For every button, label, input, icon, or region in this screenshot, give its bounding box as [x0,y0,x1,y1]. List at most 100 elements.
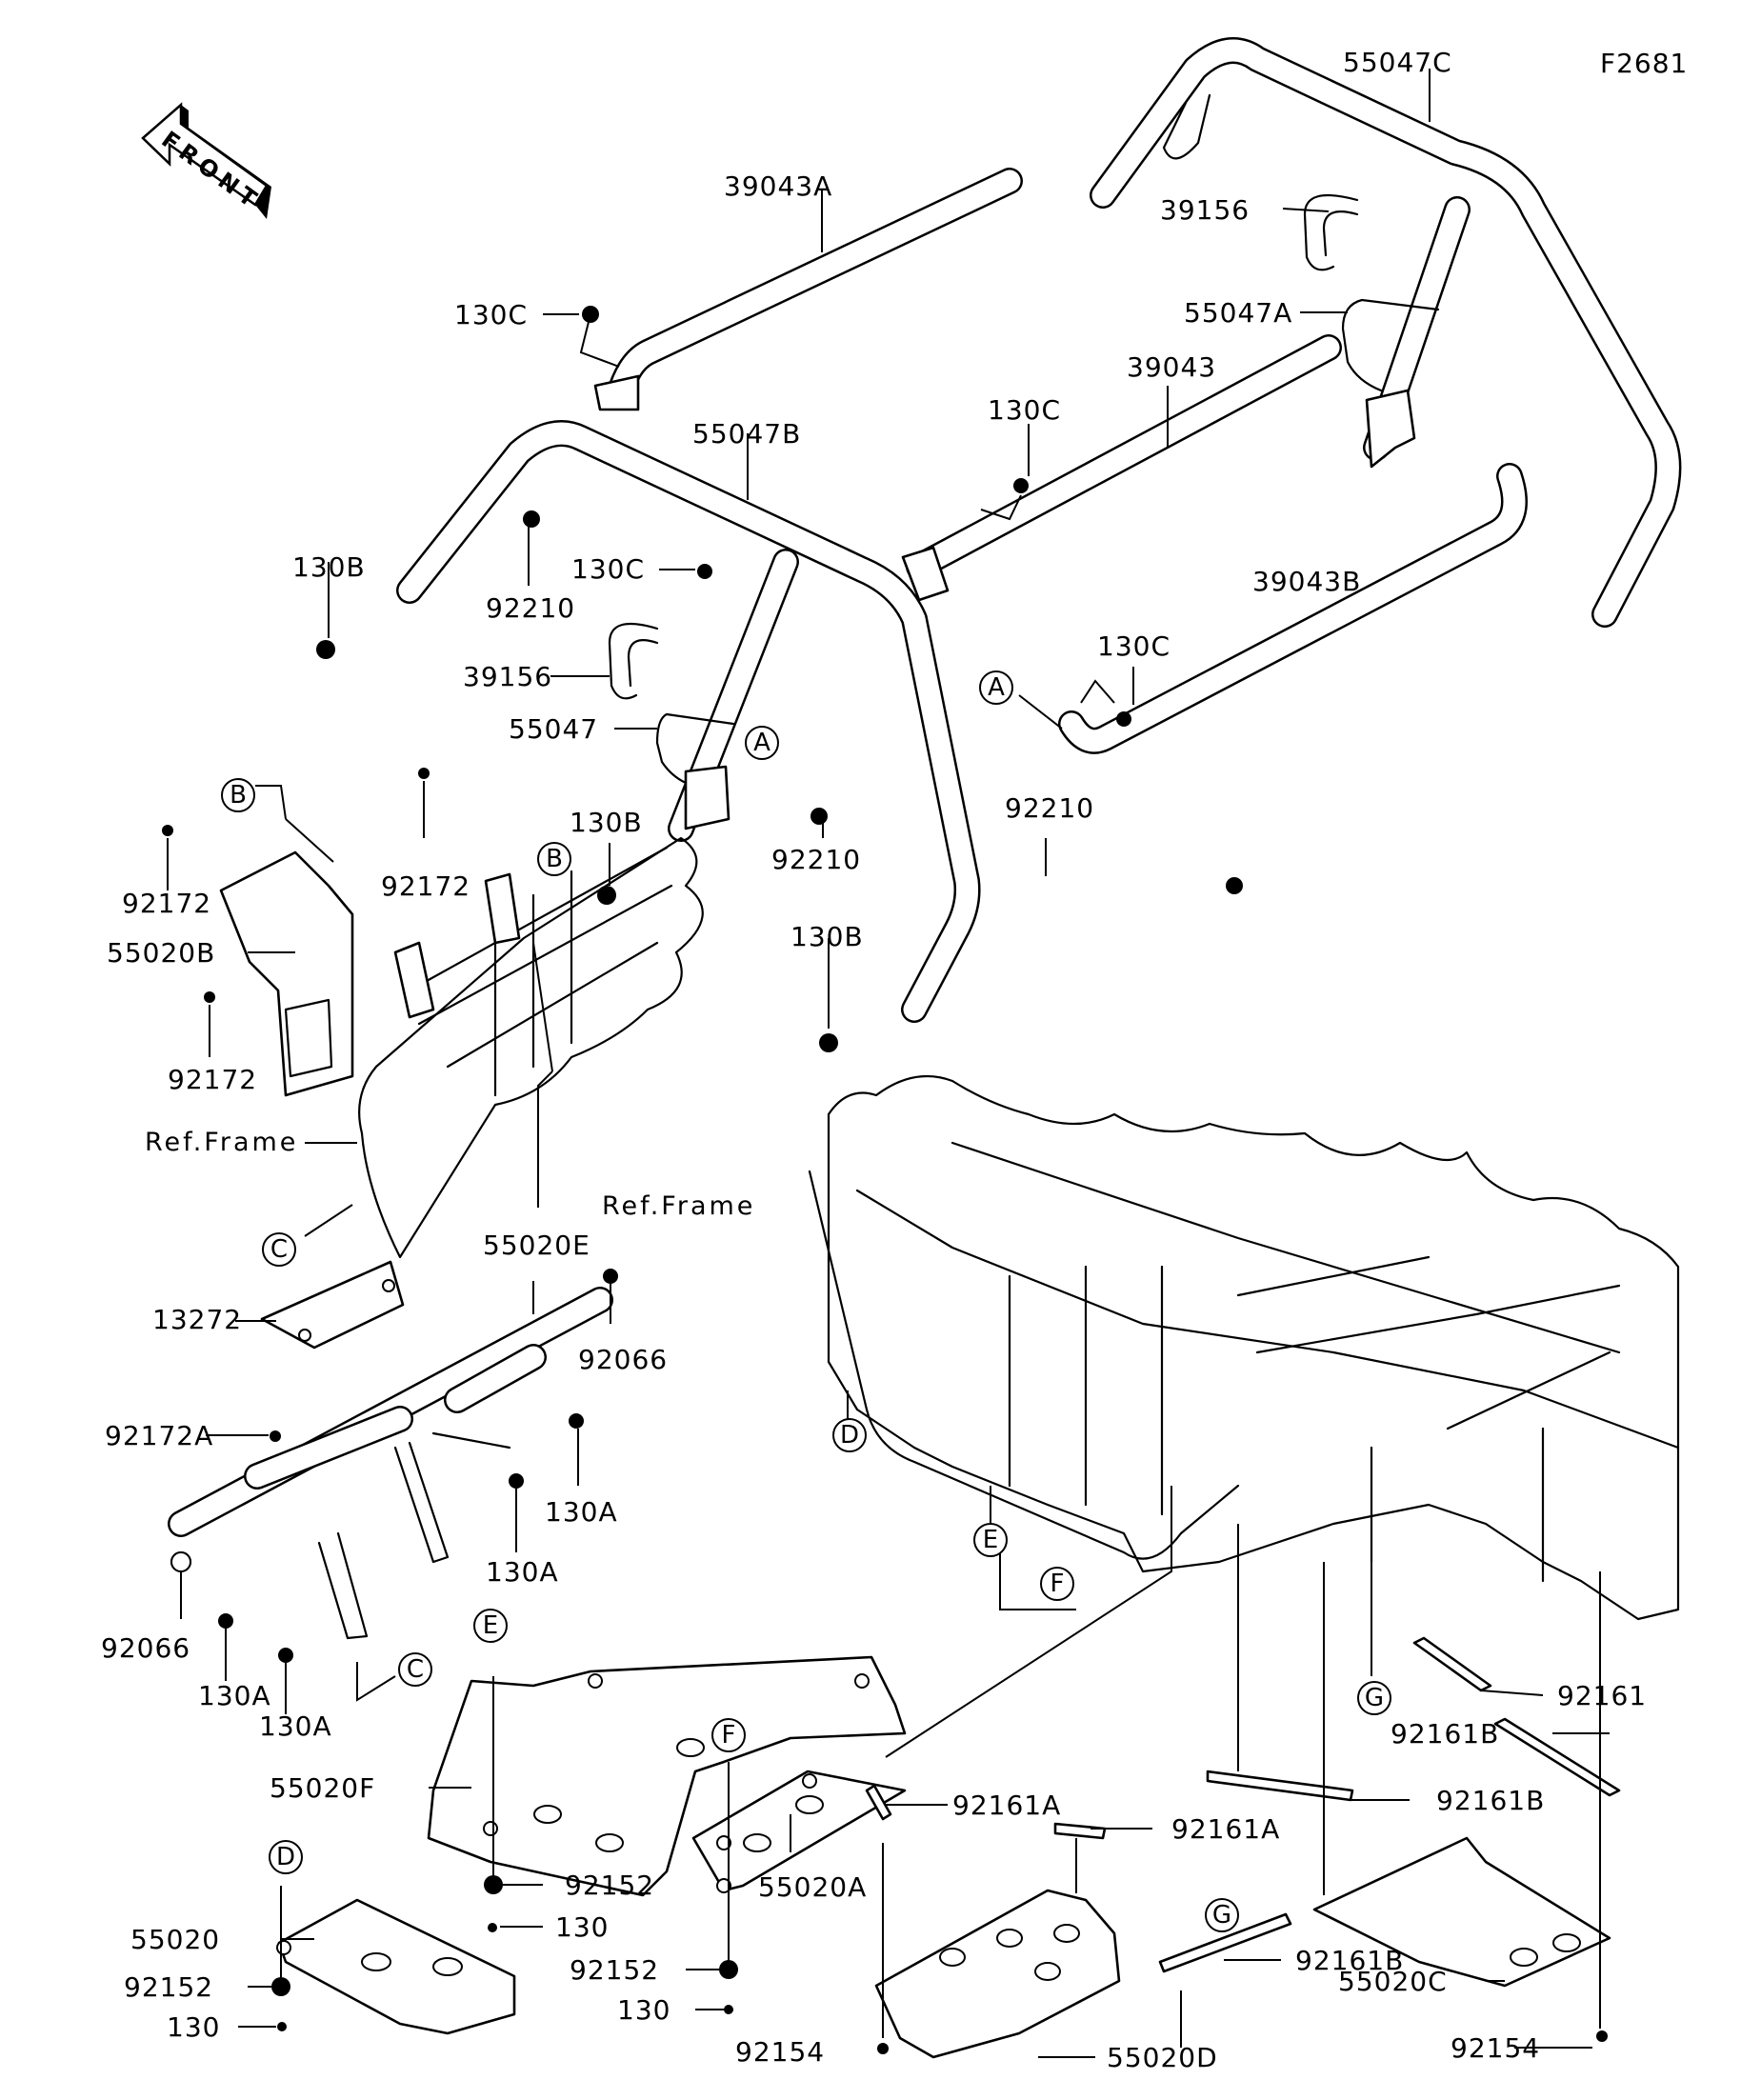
skid-plate-55020F [427,1655,907,1897]
part-label-130B-a: 130B [292,551,366,583]
part-label-130A-a: 130A [545,1496,618,1528]
part-label-55020F: 55020F [270,1772,375,1804]
svg-text:A: A [988,673,1005,702]
part-label-92154-b: 92154 [1451,2032,1540,2064]
svg-text:B: B [546,845,563,873]
front-direction-arrow: FRONT [141,102,271,219]
roll-bar-55047A [1341,196,1471,469]
part-label-130A-d: 130A [259,1710,332,1742]
strip-92161A-a [865,1784,892,1821]
part-label-55047A: 55047A [1184,297,1292,329]
part-label-39156: 39156 [463,661,552,692]
part-label-92152-a: 92152 [565,1870,654,1901]
strip-92161A-b [1053,1822,1107,1840]
part-label-92172-b: 92172 [381,870,470,902]
part-label-39156-top: 39156 [1160,194,1250,226]
part-label-92066-b: 92066 [101,1632,190,1664]
skid-plate-55020B [219,850,354,1097]
figure-id: F2681 [1600,48,1688,79]
callout-A-2: A [745,726,779,760]
part-label-92210-b: 92210 [771,844,861,875]
svg-text:A: A [753,729,770,757]
callout-E-2: E [473,1609,508,1643]
part-label-92172-a: 92172 [122,888,211,919]
part-label-130C-c: 130C [571,553,645,585]
part-label-92152-c: 92152 [570,1954,659,1986]
skid-plate-55020C [1312,1836,1611,1988]
part-label-92152-b: 92152 [124,1971,213,2003]
callout-C-1: C [262,1232,296,1267]
part-label-55020B: 55020B [107,937,215,969]
part-label-130B-c: 130B [790,921,864,952]
callout-D-1: D [832,1418,867,1452]
callout-C-2: C [398,1652,432,1687]
strip-92161B-a [1493,1717,1621,1797]
fasteners [162,306,1608,2054]
part-label-55020A: 55020A [758,1871,867,1903]
svg-text:C: C [270,1235,288,1264]
roll-bar-55047 [655,549,799,842]
skid-plate-55020D [874,1889,1121,2059]
roll-bar-55047C [1090,37,1682,628]
part-label-130B-b: 130B [570,807,643,838]
brace-39043B [1058,463,1528,754]
part-label-92161B-c: 92161B [1295,1945,1404,1976]
part-label-130-b: 130 [167,2011,220,2043]
part-label-55020D: 55020D [1107,2042,1218,2073]
svg-text:F: F [722,1721,736,1750]
part-label-92161: 92161 [1557,1680,1647,1711]
part-label-92210-a: 92210 [486,592,575,624]
callout-G-2: G [1205,1898,1239,1932]
svg-text:C: C [407,1655,424,1684]
front-frame-reference [358,836,704,1259]
part-label-92161B-a: 92161B [1391,1718,1499,1750]
callout-B-2: B [537,842,571,876]
callout-F-1: F [1040,1567,1074,1601]
svg-text:E: E [483,1611,498,1640]
part-label-55047C: 55047C [1343,47,1452,78]
part-label-55020E: 55020E [483,1230,590,1261]
ref-frame-label-front: Ref.Frame [145,1128,298,1157]
part-label-92161A-b: 92161A [1171,1813,1280,1845]
part-label-130C-a: 130C [454,299,528,330]
brace-39043A [593,168,1023,411]
part-label-92154-a: 92154 [735,2036,825,2068]
part-label-39043: 39043 [1127,351,1216,383]
part-label-39043B: 39043B [1252,566,1361,597]
skid-plate-55020 [276,1898,516,2035]
part-label-92172-c: 92172 [168,1064,257,1095]
svg-text:G: G [1212,1901,1231,1930]
part-label-130-a: 130 [555,1911,609,1943]
part-label-130C-b: 130C [988,394,1061,426]
front-label: FRONT [156,126,266,215]
part-label-55047: 55047 [509,713,598,745]
callout-D-2: D [269,1840,303,1874]
part-label-92172A: 92172A [105,1420,213,1451]
part-label-130A-b: 130A [486,1556,559,1588]
part-label-13272: 13272 [152,1304,242,1335]
skid-plate-55020A [691,1770,907,1893]
brace-39043 [901,334,1342,602]
svg-text:E: E [983,1526,998,1554]
grab-handle-39156 [608,622,659,700]
part-label-55020C: 55020C [1338,1966,1448,1997]
part-label-130-c: 130 [617,1994,670,2026]
part-label-92161B-b: 92161B [1436,1785,1545,1816]
part-label-130A-c: 130A [198,1680,271,1711]
ref-frame-label-main: Ref.Frame [602,1191,755,1221]
part-label-55047B: 55047B [692,418,801,450]
part-label-39043A: 39043A [724,170,832,202]
strip-92161B-c [1158,1912,1292,1973]
svg-text:G: G [1365,1684,1384,1712]
leader-lines [167,69,1610,2058]
svg-text:F: F [1051,1570,1065,1598]
svg-text:B: B [230,781,247,810]
callout-B-1: B [221,778,255,812]
callout-G-1: G [1357,1681,1391,1715]
part-label-92066-a: 92066 [578,1344,668,1375]
svg-text:D: D [840,1421,859,1450]
part-label-92161A-a: 92161A [952,1790,1061,1821]
main-frame-reference [808,1074,1680,1621]
part-label-130C-d: 130C [1097,630,1171,662]
svg-text:D: D [276,1843,295,1871]
